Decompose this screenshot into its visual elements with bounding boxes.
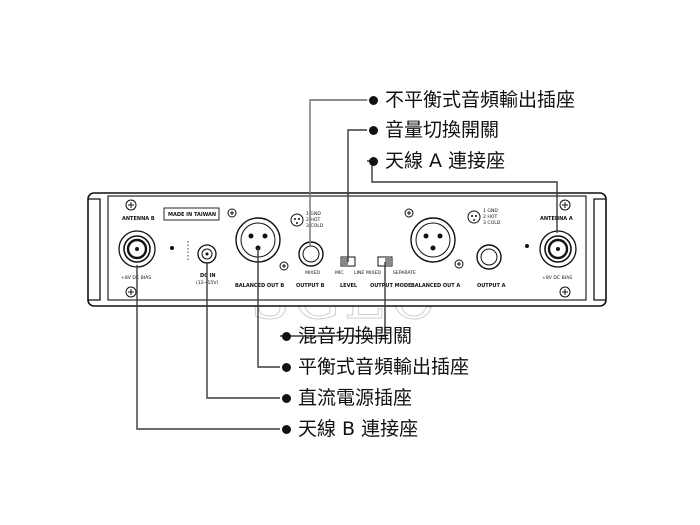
callout-antenna-a: 天線 A 連接座 — [385, 150, 506, 172]
leader-lines-top — [309, 99, 558, 262]
screw-icon — [404, 208, 414, 218]
dc-in-text: DC IN — [200, 273, 216, 279]
balanced-out-b-text: BALANCED OUT B — [235, 283, 284, 289]
inner-panel — [107, 195, 587, 301]
made-in-box — [163, 207, 220, 221]
callout-dc-jack: 直流電源插座 — [298, 387, 413, 409]
screw-icon — [559, 286, 571, 298]
led-icon — [170, 246, 174, 250]
screw-icon — [279, 261, 289, 271]
screw-icon — [125, 199, 137, 211]
screw-icon — [559, 199, 571, 211]
output-mode-switch-knob — [385, 258, 391, 265]
pinout-icon — [467, 210, 481, 224]
screw-icon — [227, 208, 237, 218]
output-a-jack — [476, 244, 502, 270]
bullet-icon — [282, 332, 291, 341]
separate-text: SEPARATE — [393, 270, 416, 276]
right-bracket — [593, 198, 606, 301]
line-text: LINE — [354, 270, 364, 276]
mixed-text: MIXED — [366, 270, 381, 276]
balanced-out-a-text: BALANCED OUT A — [411, 283, 460, 289]
bullet-icon — [369, 96, 378, 105]
bullet-icon — [282, 425, 291, 434]
pin2-a: 2 HOT — [483, 214, 497, 220]
antenna-b-text: ANTENNA B — [122, 216, 155, 222]
output-b-text: OUTPUT B — [296, 283, 325, 289]
led-icon — [525, 244, 529, 248]
level-text: LEVEL — [340, 283, 358, 289]
pin1-b: 1 GND — [306, 211, 321, 217]
dc-jack — [197, 244, 217, 264]
callout-antenna-b: 天線 B 連接座 — [298, 418, 419, 440]
bullet-icon — [369, 157, 378, 166]
output-b-jack — [298, 241, 324, 267]
bullet-icon — [282, 394, 291, 403]
made-in-text: MADE IN TAIWAN — [168, 212, 216, 218]
antenna-b-connector — [118, 230, 156, 268]
callout-level-switch: 音量切換開關 — [385, 119, 500, 141]
mixed-b-text: MIXED — [305, 270, 320, 276]
output-a-text: OUTPUT A — [477, 283, 506, 289]
pin1-a: 1 GND — [483, 208, 498, 214]
pinout-icon — [290, 213, 304, 227]
screw-icon — [454, 259, 464, 269]
leader-lines-bottom — [136, 248, 386, 430]
xlr-a-connector — [410, 217, 456, 263]
bullet-icon — [369, 126, 378, 135]
bullet-icon — [282, 363, 291, 372]
level-switch-knob — [342, 258, 348, 265]
screw-icon — [125, 286, 137, 298]
antenna-a-connector — [539, 230, 577, 268]
xlr-b-connector — [235, 217, 281, 263]
left-bracket — [88, 198, 101, 301]
pin2-b: 2 HOT — [306, 217, 320, 223]
output-mode-text: OUTPUT MODE — [370, 283, 412, 289]
pin3-a: 3 COLD — [483, 220, 501, 226]
bias-a-text: +8V DC BIAS — [542, 275, 572, 281]
bias-b-text: +8V DC BIAS — [121, 275, 151, 281]
callout-unbalanced: 不平衡式音頻輸出插座 — [385, 89, 576, 111]
pin3-b: 3 COLD — [306, 223, 324, 229]
mic-text: MIC — [335, 270, 344, 276]
callout-mix-switch: 混音切換開關 — [298, 325, 413, 347]
callout-balanced: 平衡式音頻輸出插座 — [298, 356, 470, 378]
